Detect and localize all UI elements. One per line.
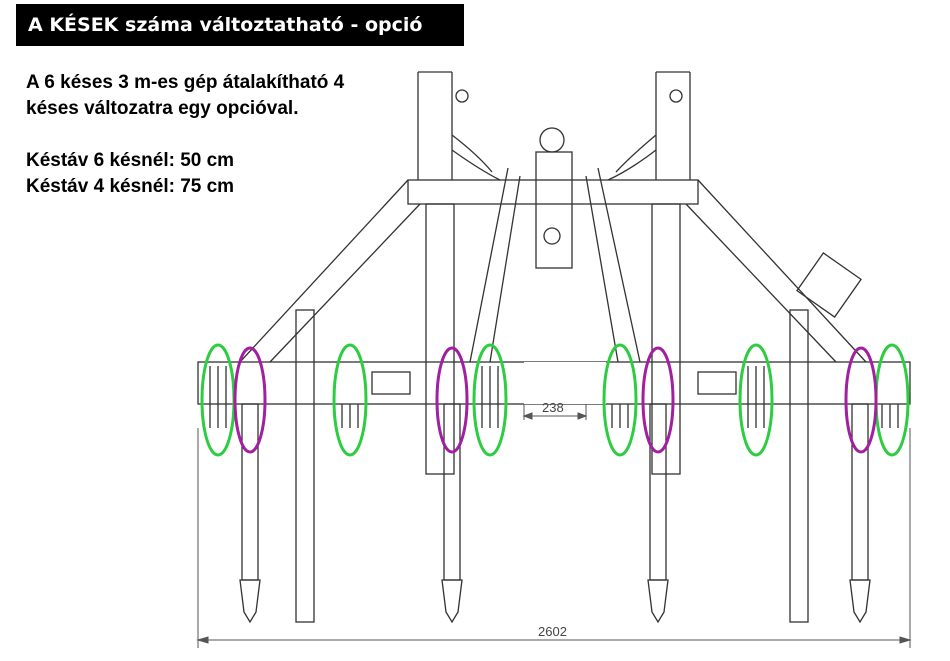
left-a-frame	[469, 167, 521, 363]
plates-5	[747, 366, 765, 428]
right-tower-bracket	[607, 134, 657, 181]
left-tower	[417, 71, 453, 180]
purple-marker-1	[233, 346, 267, 454]
title-banner: A KÉSEK száma változtatható - opció	[16, 4, 464, 46]
gauge-box	[796, 252, 862, 318]
knife-tip-2	[441, 579, 463, 624]
green-marker-2	[332, 343, 368, 457]
right-clamp	[697, 371, 737, 395]
left-clamp	[371, 371, 411, 395]
plates-4	[611, 404, 629, 428]
six-knife-markers	[200, 343, 910, 457]
gap-dimension	[522, 404, 588, 420]
green-marker-4	[602, 343, 638, 457]
top-hitch-link	[535, 151, 573, 269]
plates-1	[209, 366, 227, 428]
total-width-label: 2602	[538, 624, 567, 639]
plates-2	[341, 404, 359, 428]
four-knife-markers	[233, 346, 878, 454]
purple-marker-2	[435, 346, 469, 454]
description-line-1: A 6 késes 3 m-es gép átalakítható 4	[26, 72, 345, 93]
right-diagonal-strut	[685, 179, 867, 363]
frame-lines	[197, 71, 911, 624]
green-marker-3	[472, 343, 508, 457]
left-diagonal-strut	[239, 179, 421, 363]
knife-shank-1	[241, 403, 259, 581]
left-central-post	[425, 203, 455, 475]
left-outer-leg	[295, 309, 315, 623]
right-tower-bolt	[669, 89, 683, 103]
total-width-dimension	[196, 428, 912, 648]
beam-gap	[524, 362, 606, 404]
plates-6	[881, 404, 899, 428]
purple-marker-3	[641, 346, 675, 454]
right-outer-leg	[789, 309, 809, 623]
hitch-pin	[543, 227, 561, 245]
knife-tip-4	[849, 579, 871, 624]
plates-3	[481, 366, 499, 428]
title-text: A KÉSEK száma változtatható - opció	[28, 14, 423, 36]
spacing-4-knives: Késtáv 4 késnél: 75 cm	[26, 176, 235, 197]
green-marker-5	[738, 343, 774, 457]
spacing-6-knives: Késtáv 6 késnél: 50 cm	[26, 150, 235, 171]
knife-shank-2	[443, 403, 461, 581]
knife-tip-1	[239, 579, 261, 624]
purple-marker-4	[844, 346, 878, 454]
right-tower	[655, 71, 691, 180]
top-hitch-eye	[539, 127, 565, 153]
gap-dimension-label: 238	[542, 400, 564, 415]
description-line-2: késes változatra egy opcióval.	[26, 98, 299, 119]
right-a-frame	[585, 167, 641, 363]
knife-tip-3	[647, 579, 669, 624]
knife-shank-4	[851, 403, 869, 581]
description-block: A 6 késes 3 m-es gép átalakítható 4 kése…	[26, 70, 406, 200]
left-tower-bolt	[455, 89, 469, 103]
upper-beam	[407, 179, 699, 205]
left-tower-bracket	[451, 134, 501, 181]
